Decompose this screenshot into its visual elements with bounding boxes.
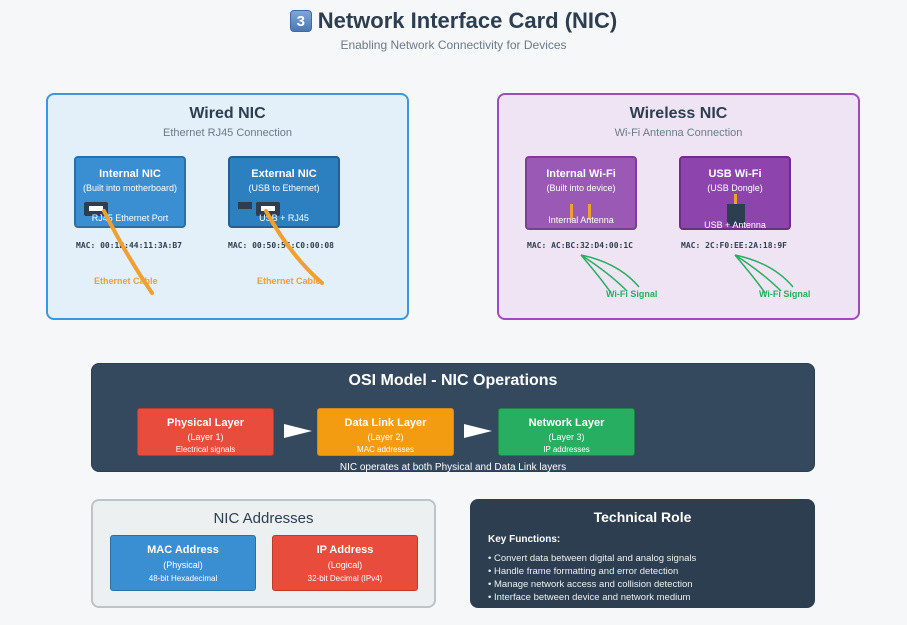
internal-nic-mac: MAC: 00:1B:44:11:3A:B7: [76, 241, 182, 250]
usb-dongle-icon: [727, 204, 745, 226]
network-layer-title: Network Layer: [528, 417, 605, 429]
ip-address-title: IP Address: [316, 544, 374, 556]
key-function-item: • Interface between device and network m…: [488, 592, 691, 603]
external-nic-sub: (USB to Ethernet): [248, 183, 320, 193]
page-title: 3 Network Interface Card (NIC): [289, 8, 618, 34]
data-link-layer-box: Data Link Layer (Layer 2) MAC addresses: [317, 408, 454, 456]
data-link-layer-sub: (Layer 2): [367, 432, 404, 442]
internal-wifi-signal-label: Wi-Fi Signal: [606, 289, 658, 299]
internal-wifi-port: Internal Antenna: [548, 215, 614, 225]
external-cable-label: Ethernet Cable: [257, 276, 321, 286]
internal-cable-label: Ethernet Cable: [94, 276, 158, 286]
usb-plug-icon: [238, 202, 252, 209]
antenna-icon: [588, 204, 591, 220]
page-title-text: Network Interface Card (NIC): [317, 8, 618, 33]
key-functions-heading: Key Functions:: [488, 534, 561, 545]
network-layer-sub: (Layer 3): [548, 432, 585, 442]
arrow-right-icon: [464, 424, 492, 438]
technical-role-title: Technical Role: [593, 509, 692, 525]
wifi-signals: [580, 254, 794, 294]
usb-wifi-sub: (USB Dongle): [707, 183, 763, 193]
mac-address-sub: (Physical): [163, 560, 203, 570]
mac-address-desc: 48-bit Hexadecimal: [148, 574, 218, 583]
wireless-nic-panel: Wireless NIC Wi-Fi Antenna Connection In…: [497, 93, 860, 320]
ip-address-desc: 32-bit Decimal (IPv4): [307, 574, 383, 583]
nic-addresses-title: NIC Addresses: [213, 510, 314, 527]
technical-role-panel: Technical Role Key Functions: • Convert …: [470, 499, 815, 608]
usb-wifi-card: USB Wi-Fi (USB Dongle) USB + Antenna: [679, 156, 791, 230]
internal-wifi-sub: (Built into device): [546, 183, 616, 193]
physical-layer-title: Physical Layer: [166, 417, 245, 429]
antenna-icon: [570, 204, 573, 220]
external-nic-mac: MAC: 00:50:56:C0:00:08: [228, 241, 334, 250]
arrow-right-icon: [284, 424, 312, 438]
internal-wifi-card: Internal Wi-Fi (Built into device) Inter…: [525, 156, 637, 230]
ethernet-cable-external: [264, 209, 324, 285]
external-nic-port: USB + RJ45: [259, 213, 309, 223]
network-layer-box: Network Layer (Layer 3) IP addresses: [498, 408, 635, 456]
usb-wifi-signal-label: Wi-Fi Signal: [759, 289, 811, 299]
key-function-item: • Manage network access and collision de…: [488, 579, 693, 590]
wired-nic-panel: Wired NIC Ethernet RJ45 Connection Inter…: [46, 93, 409, 320]
internal-nic-title: Internal NIC: [99, 168, 161, 180]
key-function-item: • Convert data between digital and analo…: [488, 553, 697, 564]
wireless-nic-title: Wireless NIC: [629, 105, 728, 122]
internal-wifi-title: Internal Wi-Fi: [546, 168, 616, 180]
usb-antenna-icon: [734, 194, 737, 204]
internal-wifi-mac: MAC: AC:BC:32:D4:00:1C: [527, 241, 633, 250]
usb-wifi-port: USB + Antenna: [704, 220, 766, 230]
wifi-signal-icon: [580, 254, 640, 294]
network-layer-desc: IP addresses: [543, 445, 590, 454]
internal-nic-sub: (Built into motherboard): [82, 183, 178, 193]
internal-nic-card: Internal NIC (Built into motherboard) RJ…: [74, 156, 186, 228]
header: 3 Network Interface Card (NIC): [0, 8, 907, 34]
number-badge-icon: 3: [289, 10, 312, 32]
data-link-layer-desc: MAC addresses: [357, 445, 414, 454]
ethernet-cables: [102, 209, 324, 295]
rj45-port-icon: [84, 202, 108, 216]
external-nic-card: External NIC (USB to Ethernet) USB + RJ4…: [228, 156, 340, 228]
nic-addresses-panel: NIC Addresses MAC Address (Physical) 48-…: [91, 499, 436, 608]
internal-nic-port: RJ45 Ethernet Port: [91, 213, 169, 223]
key-function-item: • Handle frame formatting and error dete…: [488, 566, 679, 577]
wifi-signal-icon: [734, 254, 794, 294]
physical-layer-sub: (Layer 1): [187, 432, 224, 442]
page-subtitle: Enabling Network Connectivity for Device…: [340, 38, 567, 52]
mac-address-title: MAC Address: [147, 544, 219, 556]
usb-wifi-mac: MAC: 2C:F0:EE:2A:18:9F: [681, 241, 787, 250]
osi-model-panel: OSI Model - NIC Operations Physical Laye…: [91, 363, 815, 473]
ethernet-cable-internal: [102, 209, 154, 295]
wireless-nic-subtitle: Wi-Fi Antenna Connection: [614, 127, 743, 139]
physical-layer-desc: Electrical signals: [175, 445, 236, 454]
ip-address-sub: (Logical): [327, 560, 363, 570]
wired-nic-subtitle: Ethernet RJ45 Connection: [162, 127, 293, 139]
ip-address-box: IP Address (Logical) 32-bit Decimal (IPv…: [272, 535, 418, 591]
external-nic-title: External NIC: [251, 168, 317, 180]
osi-note: NIC operates at both Physical and Data L…: [339, 462, 567, 473]
osi-title: OSI Model - NIC Operations: [348, 372, 558, 389]
wired-nic-title: Wired NIC: [189, 105, 266, 122]
mac-address-box: MAC Address (Physical) 48-bit Hexadecima…: [110, 535, 256, 591]
physical-layer-box: Physical Layer (Layer 1) Electrical sign…: [137, 408, 274, 456]
rj45-port-icon: [256, 202, 280, 216]
data-link-layer-title: Data Link Layer: [344, 417, 427, 429]
usb-wifi-title: USB Wi-Fi: [708, 168, 762, 180]
